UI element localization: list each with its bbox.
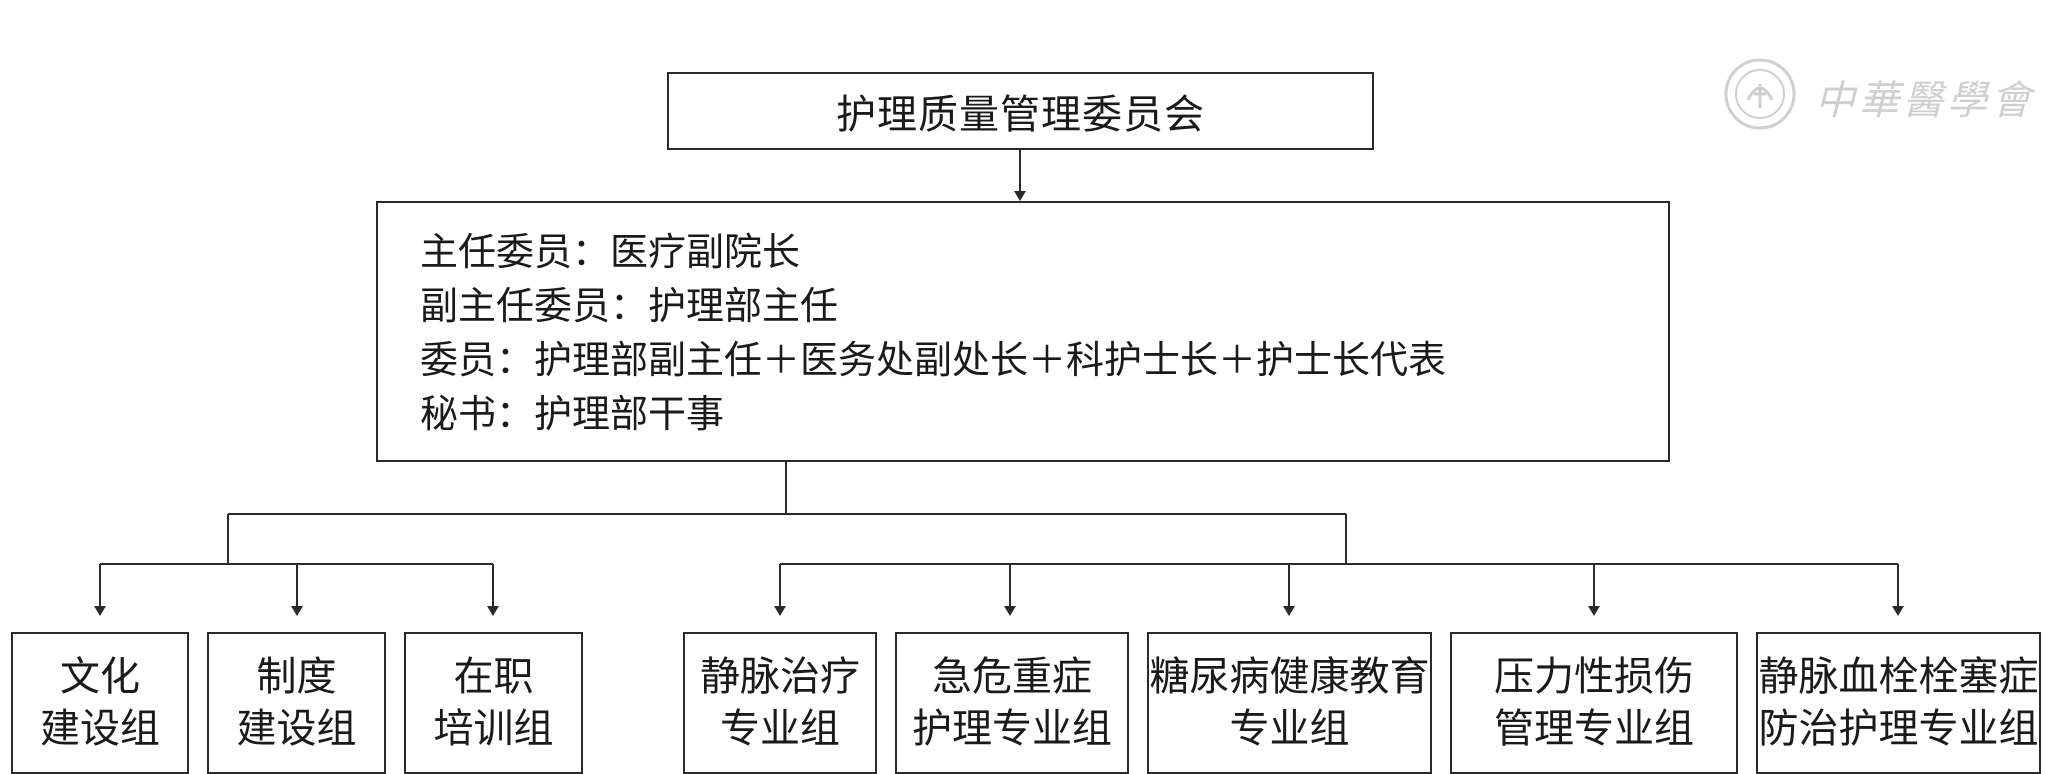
group-box-iv-therapy: 静脉治疗 专业组 bbox=[683, 632, 877, 774]
group-label-line1: 文化 bbox=[60, 654, 140, 700]
group-label-line2: 专业组 bbox=[1229, 706, 1350, 752]
group-label-line1: 糖尿病健康教育 bbox=[1149, 654, 1430, 700]
chair-line: 主任委员：医疗副院长 bbox=[420, 230, 801, 274]
group-label-line1: 静脉治疗 bbox=[700, 654, 860, 700]
group-box-vte-prevention: 静脉血栓栓塞症 防治护理专业组 bbox=[1756, 632, 2041, 774]
group-label-line2: 防治护理专业组 bbox=[1758, 706, 2039, 752]
group-label-line2: 培训组 bbox=[433, 706, 554, 752]
vice-chair-line: 副主任委员：护理部主任 bbox=[420, 284, 839, 328]
committee-title: 护理质量管理委员会 bbox=[836, 92, 1205, 138]
group-label-line1: 急危重症 bbox=[932, 654, 1092, 700]
group-label-line2: 管理专业组 bbox=[1494, 706, 1694, 752]
seal-icon bbox=[1724, 58, 1796, 130]
members-line: 委员：护理部副主任＋医务处副处长＋科护士长＋护士长代表 bbox=[420, 338, 1447, 382]
committee-title-box: 护理质量管理委员会 bbox=[667, 72, 1374, 150]
group-label-line2: 护理专业组 bbox=[912, 706, 1112, 752]
group-label-line1: 制度 bbox=[256, 654, 337, 700]
watermark-logo: 中華醫學會 bbox=[1720, 54, 2031, 140]
group-label-line2: 建设组 bbox=[236, 706, 357, 752]
watermark-text: 中華醫學會 bbox=[1815, 78, 2035, 124]
group-label-line1: 在职 bbox=[453, 654, 534, 700]
secretary-line: 秘书：护理部干事 bbox=[420, 392, 725, 436]
group-box-critical-care: 急危重症 护理专业组 bbox=[895, 632, 1129, 774]
group-box-training: 在职 培训组 bbox=[404, 632, 583, 774]
group-label-line2: 建设组 bbox=[40, 706, 160, 752]
group-label-line1: 压力性损伤 bbox=[1494, 654, 1694, 700]
group-box-policy: 制度 建设组 bbox=[207, 632, 386, 774]
group-box-culture: 文化 建设组 bbox=[11, 632, 189, 774]
group-label-line2: 专业组 bbox=[720, 706, 840, 752]
group-box-diabetes-education: 糖尿病健康教育 专业组 bbox=[1147, 632, 1432, 774]
group-label-line1: 静脉血栓栓塞症 bbox=[1758, 654, 2039, 700]
committee-members-box: 主任委员：医疗副院长 副主任委员：护理部主任 委员：护理部副主任＋医务处副处长＋… bbox=[376, 201, 1670, 462]
group-box-pressure-injury: 压力性损伤 管理专业组 bbox=[1450, 632, 1738, 774]
